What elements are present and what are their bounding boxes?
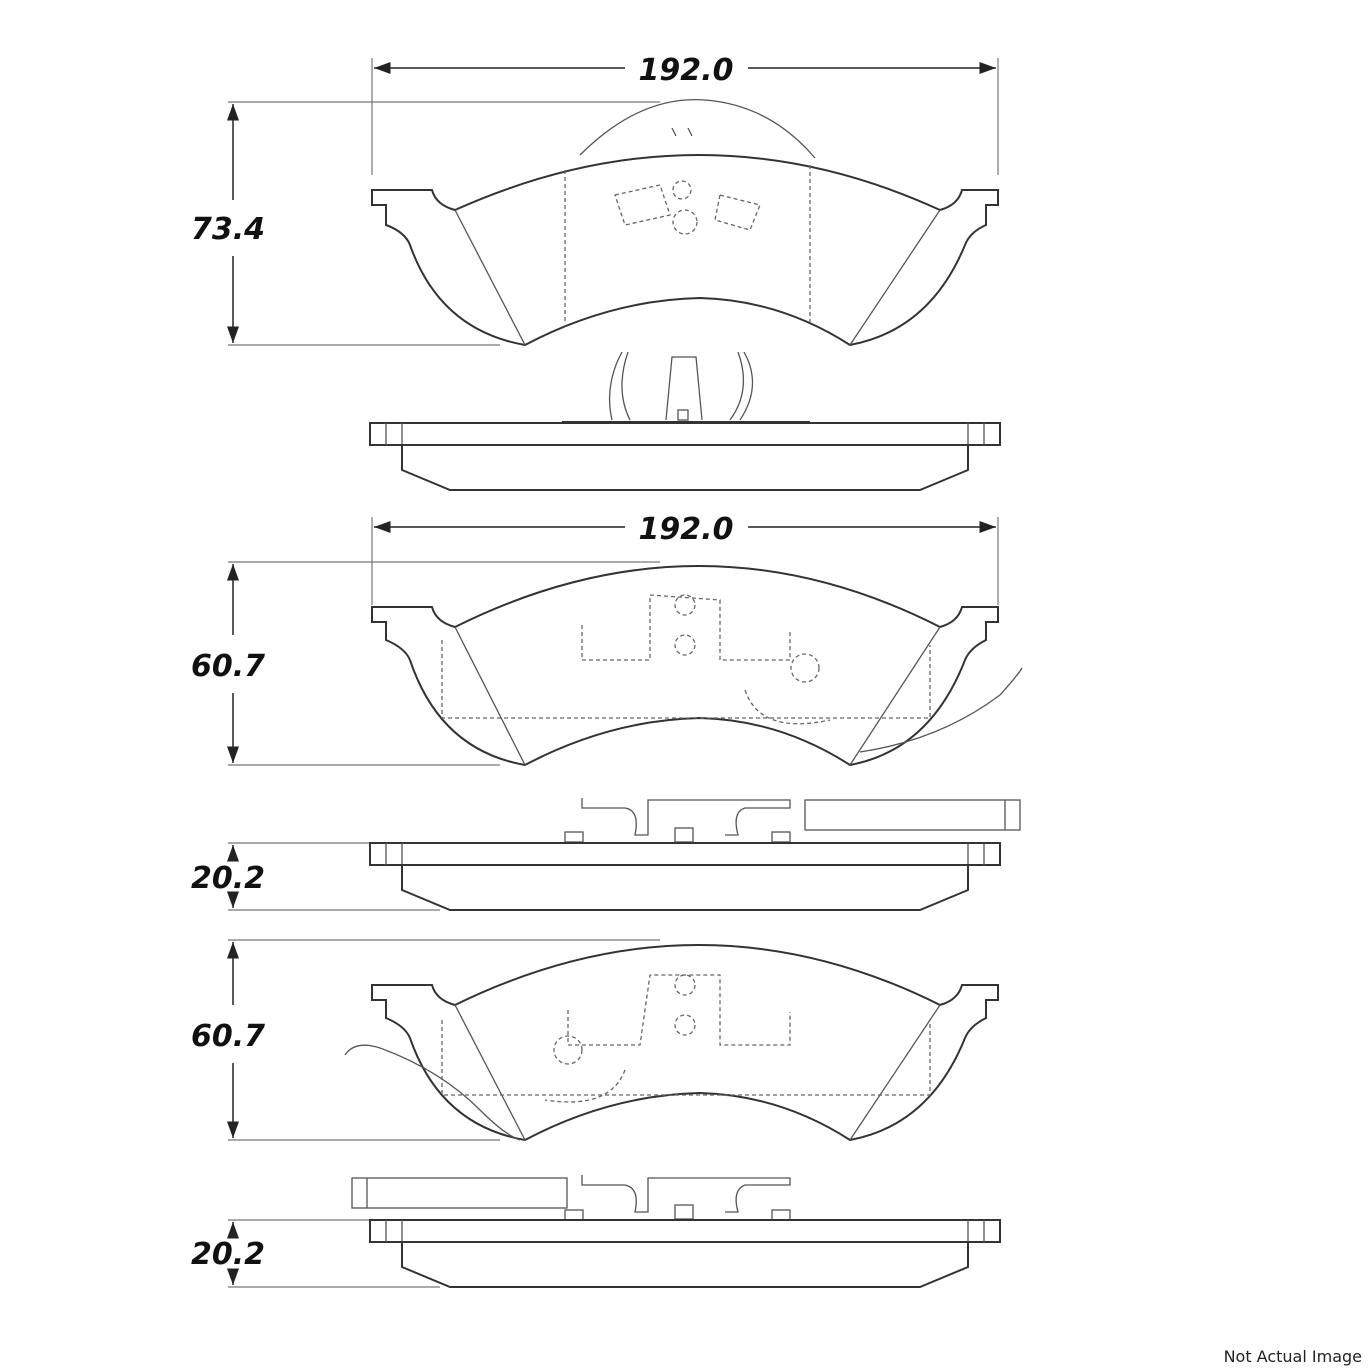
brake-pad-top-face bbox=[371, 98, 999, 347]
dimension-label: 192.0 bbox=[639, 53, 734, 88]
dimension-label: 20.2 bbox=[191, 861, 265, 896]
dimension-label: 60.7 bbox=[191, 1019, 265, 1054]
dimension-thickness-middle: 20.2 bbox=[191, 842, 440, 911]
dimension-height-middle: 60.7 bbox=[191, 561, 660, 766]
brake-pad-middle-face bbox=[371, 565, 1023, 767]
dimension-height-bottom: 60.7 bbox=[191, 939, 660, 1141]
brake-pad-middle-side bbox=[369, 798, 1021, 911]
dimension-label: 192.0 bbox=[639, 512, 734, 547]
brake-pad-bottom-face bbox=[344, 944, 999, 1142]
dimension-label: 20.2 bbox=[191, 1237, 265, 1272]
dimension-thickness-bottom: 20.2 bbox=[191, 1219, 440, 1288]
brake-pad-bottom-side bbox=[351, 1175, 1001, 1288]
dimension-width-middle: 192.0 bbox=[371, 512, 999, 605]
brake-pad-top-side bbox=[369, 351, 1001, 491]
dimension-label: 73.4 bbox=[191, 212, 265, 247]
dimension-height-top: 73.4 bbox=[191, 101, 660, 346]
dimension-width-top: 192.0 bbox=[371, 53, 999, 175]
dimension-label: 60.7 bbox=[191, 649, 265, 684]
disclaimer-text: Not Actual Image bbox=[1223, 1347, 1362, 1366]
